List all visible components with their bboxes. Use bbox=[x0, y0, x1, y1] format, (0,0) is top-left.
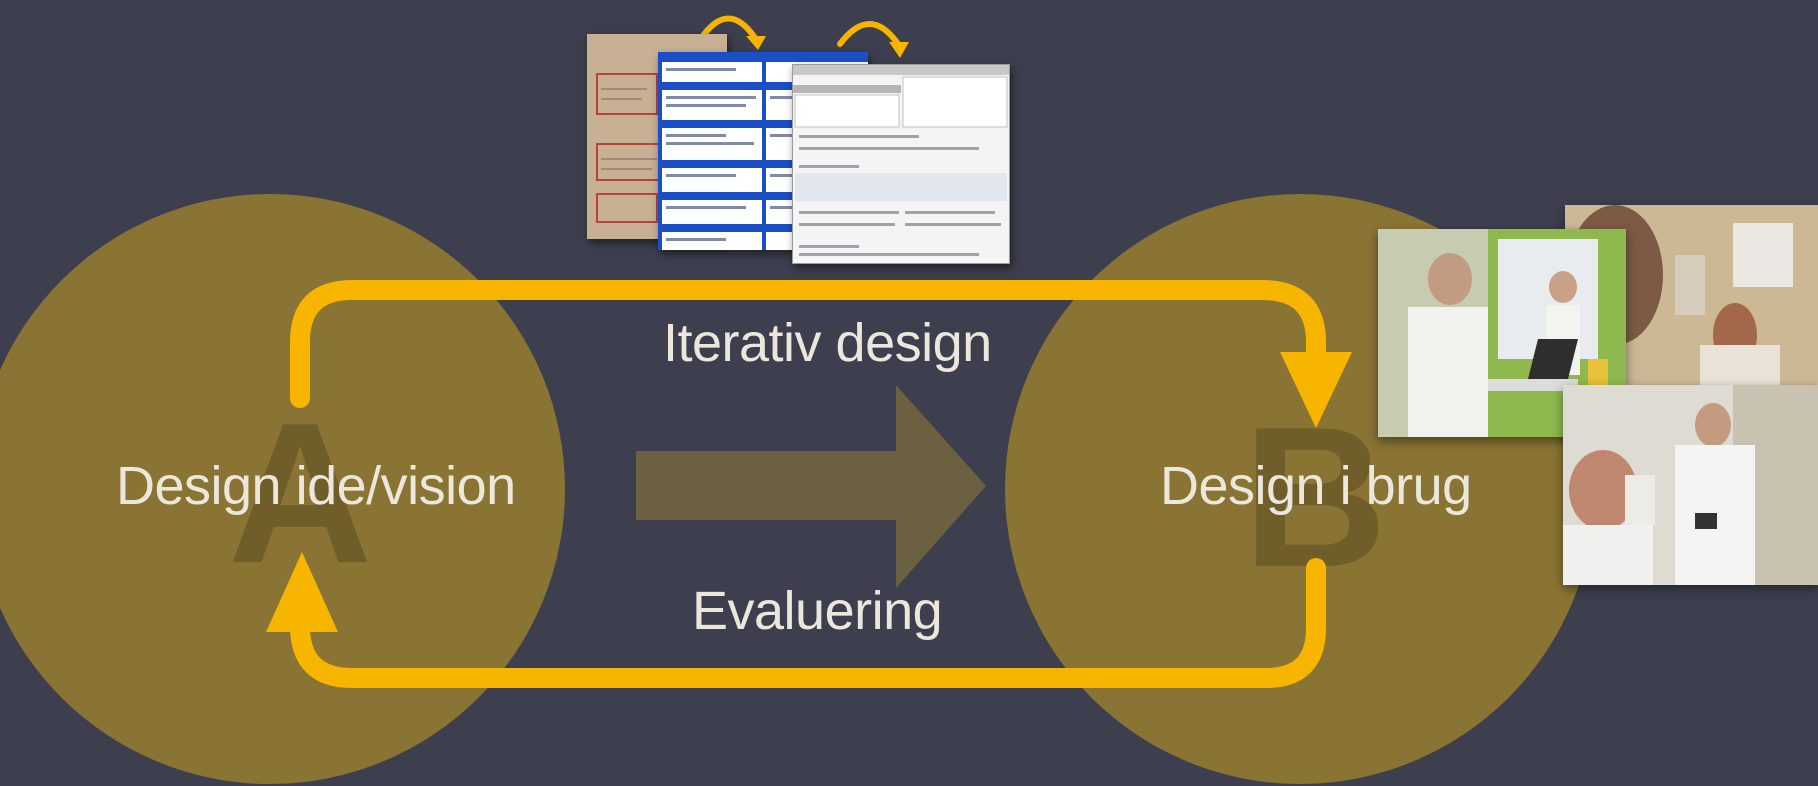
node-b-label: Design i brug bbox=[1160, 456, 1472, 516]
evaluation-label: Evaluering bbox=[692, 581, 943, 641]
iterative-design-label: Iterativ design bbox=[663, 313, 992, 373]
photo-nurse-patient bbox=[1563, 385, 1818, 585]
curved-arrows-icon bbox=[697, 15, 909, 58]
center-arrow bbox=[636, 385, 986, 588]
node-a-label: Design ide/vision bbox=[116, 456, 516, 516]
iterative-arrowhead bbox=[1280, 352, 1352, 428]
grey-window-screenshot-thumbnail bbox=[792, 64, 1010, 264]
evaluation-arrowhead bbox=[266, 552, 338, 632]
iterative-loop-arrow bbox=[290, 280, 1326, 408]
node-a-circle bbox=[0, 194, 565, 784]
screenshot-stack-icon bbox=[580, 0, 1020, 270]
evaluation-loop-arrow bbox=[290, 558, 1326, 688]
clinical-photos-icon bbox=[1370, 205, 1818, 585]
